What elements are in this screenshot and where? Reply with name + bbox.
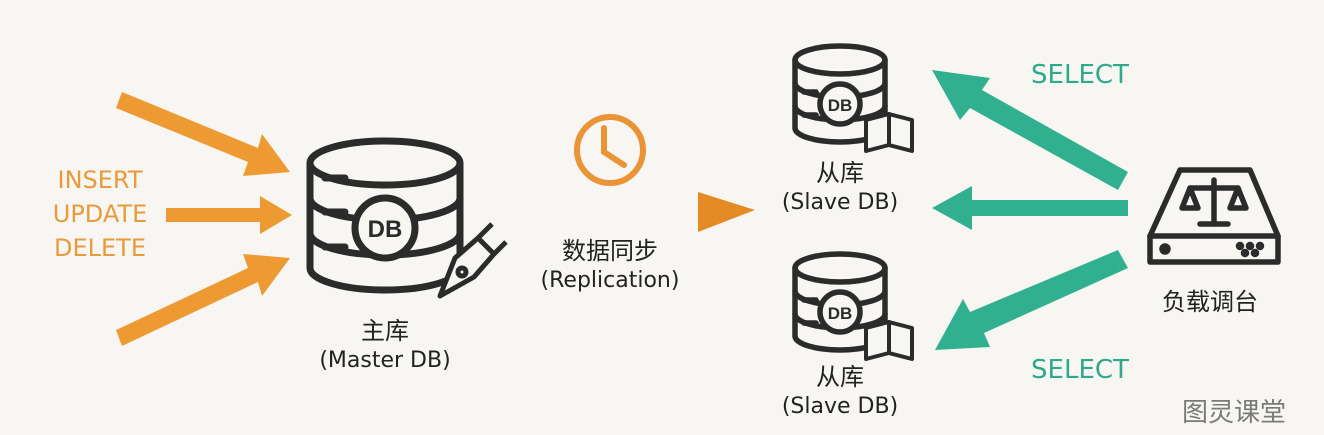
read-arrow-top bbox=[932, 70, 1128, 190]
clock-icon bbox=[574, 114, 646, 186]
read-arrows bbox=[932, 70, 1128, 350]
master-db-label: 主库 (Master DB) bbox=[285, 316, 485, 376]
master-db-name-en: (Master DB) bbox=[319, 348, 451, 373]
slave-db-name-en-bottom: (Slave DB) bbox=[781, 394, 899, 419]
select-query-bottom: SELECT bbox=[1031, 355, 1129, 385]
write-arrow-middle bbox=[166, 196, 292, 234]
slave-db-name-cn-top: 从库 bbox=[816, 159, 864, 187]
master-db-badge: DB bbox=[368, 216, 403, 243]
load-balancer-label: 负载调台 bbox=[1162, 288, 1258, 316]
replication-label: 数据同步 (Replication) bbox=[510, 236, 710, 296]
select-query-top: SELECT bbox=[1031, 60, 1129, 90]
slave-db-label-top: 从库 (Slave DB) bbox=[755, 158, 925, 218]
replication-name-en: (Replication) bbox=[540, 268, 680, 293]
slave-database-icon-bottom bbox=[792, 251, 888, 353]
read-arrow-middle bbox=[932, 186, 1128, 230]
master-database-icon bbox=[306, 137, 464, 294]
watermark: 图灵课堂 bbox=[1181, 398, 1286, 428]
write-arrow-top bbox=[116, 92, 290, 176]
slave-db-badge-top: DB bbox=[828, 96, 853, 115]
master-db-name-cn: 主库 bbox=[361, 317, 409, 345]
slave-db-name-cn-bottom: 从库 bbox=[816, 363, 864, 391]
op-delete: DELETE bbox=[53, 234, 146, 262]
op-update: UPDATE bbox=[52, 200, 148, 228]
replication-name-cn: 数据同步 bbox=[562, 237, 658, 265]
write-arrows bbox=[116, 92, 292, 346]
read-arrow-bottom bbox=[935, 250, 1128, 350]
fountain-pen-icon bbox=[437, 222, 508, 299]
slave-db-label-bottom: 从库 (Slave DB) bbox=[755, 362, 925, 422]
write-operations-list: INSERT UPDATE DELETE bbox=[30, 163, 170, 265]
open-book-icon-bottom bbox=[864, 320, 914, 361]
open-book-icon-top bbox=[864, 112, 914, 153]
slave-db-name-en-top: (Slave DB) bbox=[781, 190, 899, 215]
op-insert: INSERT bbox=[57, 166, 143, 194]
write-arrow-bottom bbox=[116, 254, 290, 346]
replication-arrow bbox=[500, 192, 755, 232]
slave-db-badge-bottom: DB bbox=[828, 304, 853, 323]
scale-server-icon bbox=[1147, 167, 1281, 265]
slave-database-icon-top bbox=[792, 43, 888, 145]
